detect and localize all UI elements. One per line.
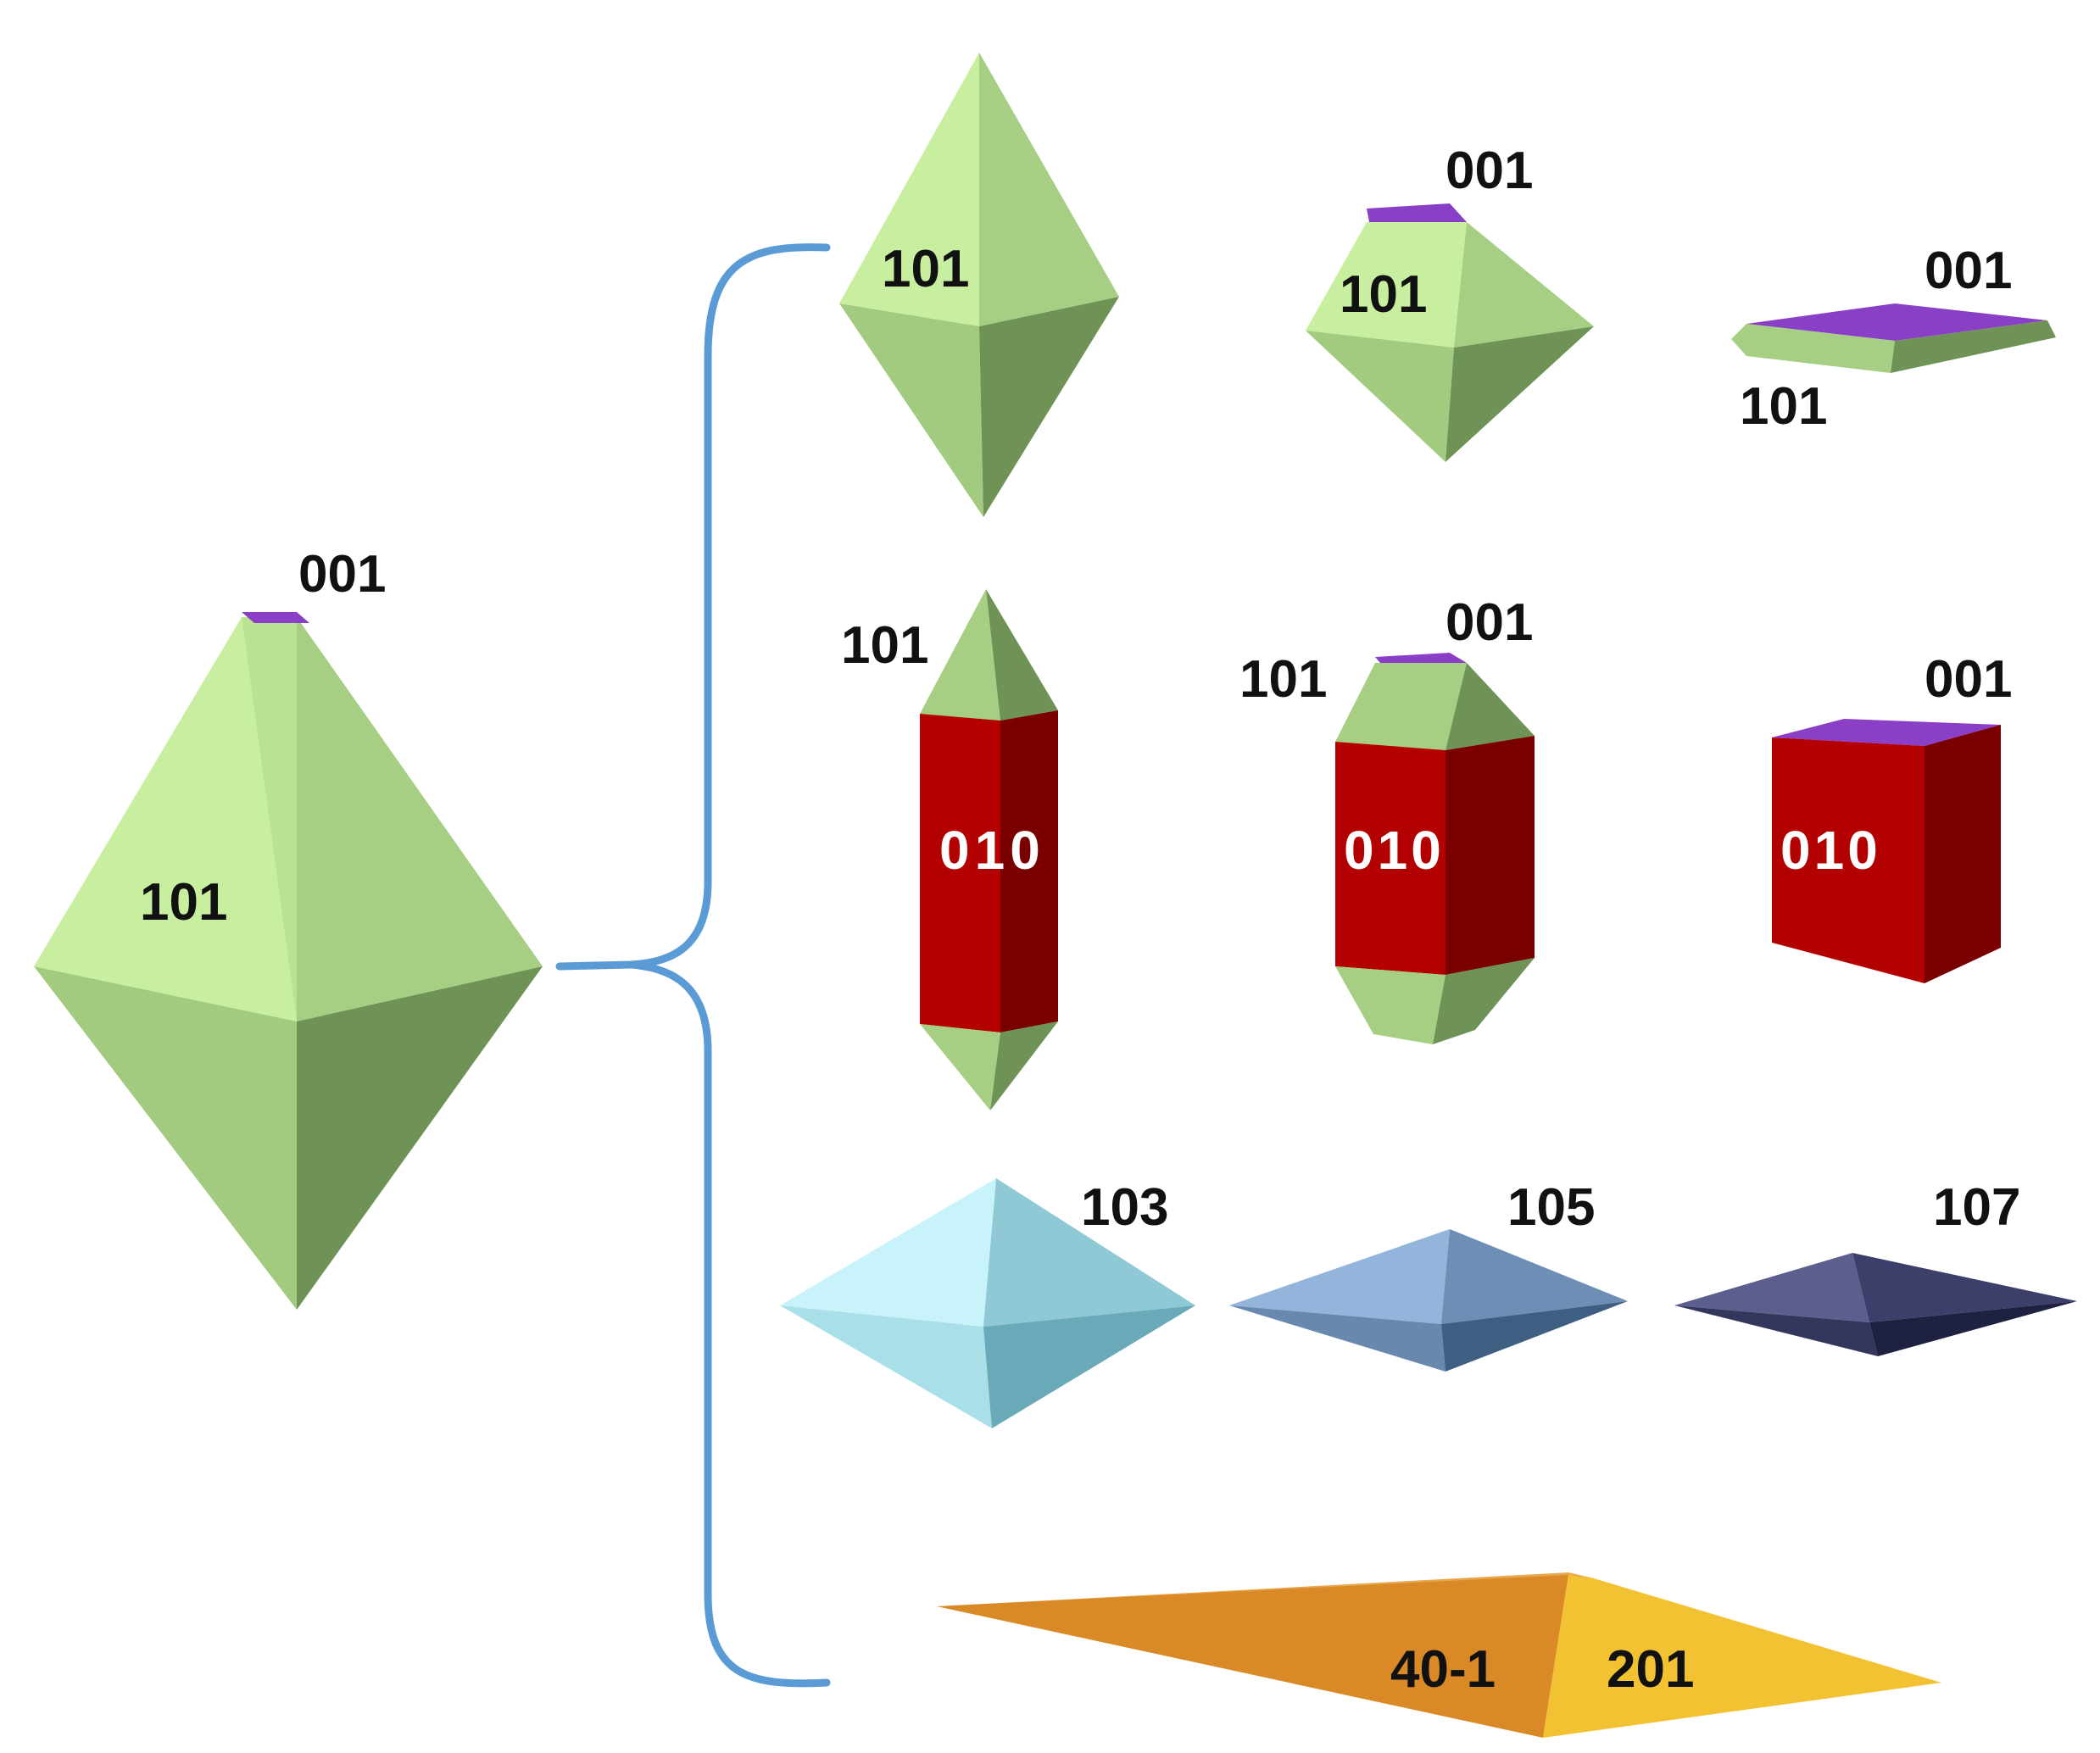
r2b-label-101: 101 — [1239, 650, 1327, 709]
r1a-face-lower-side — [979, 297, 1119, 517]
r3c-face-lower-front — [1674, 1305, 1878, 1356]
r2a-tip-bottom-front — [920, 1024, 1000, 1110]
row3-bipyramid-107: 107 — [1674, 1178, 2077, 1356]
parent-face-101-center-upper — [242, 617, 297, 1021]
row2-cube: 001 010 — [1772, 650, 2012, 983]
r2c-face-010-side — [1925, 725, 2001, 983]
r3c-face-upper-side — [1852, 1253, 2077, 1322]
r2a-tip-bottom-side — [990, 1021, 1058, 1110]
r3c-label-107: 107 — [1933, 1178, 2020, 1237]
parent-face-001 — [242, 612, 309, 623]
r3b-face-upper-front — [1229, 1229, 1450, 1324]
r2a-face-010-side — [1000, 710, 1058, 1032]
parent-label-101: 101 — [140, 873, 227, 932]
r1a-label-101: 101 — [882, 240, 969, 298]
r3b-face-lower-front — [1229, 1305, 1445, 1372]
r2b-face-010-side — [1445, 736, 1535, 975]
parent-bipyramid: 001 101 — [34, 545, 543, 1310]
r1c-face-rim-side — [1891, 320, 2056, 373]
r3a-face-upper-side — [983, 1178, 1195, 1327]
r4-face-401 — [937, 1575, 1568, 1738]
row2-prism-truncated: 001 101 010 — [1239, 593, 1535, 1044]
r2a-label-101: 101 — [841, 616, 928, 675]
r2b-label-010: 010 — [1344, 820, 1445, 881]
r4-label-201: 201 — [1607, 1640, 1694, 1699]
r2c-face-001 — [1772, 719, 2001, 746]
r1b-face-001 — [1367, 203, 1467, 222]
r2a-tip-top-front — [920, 589, 1000, 721]
r2b-face-001 — [1375, 653, 1467, 663]
r2b-tip-bottom-side — [1433, 958, 1535, 1044]
r1c-label-101: 101 — [1740, 377, 1827, 436]
row1-plate: 001 101 — [1731, 242, 2056, 436]
r1a-face-upper-side — [979, 53, 1119, 326]
parent-face-101-side-upper — [297, 617, 543, 1021]
brace-stem — [555, 960, 636, 971]
r3a-label-103: 103 — [1081, 1178, 1168, 1237]
r3a-face-upper-front — [780, 1178, 996, 1327]
r1b-face-lower-front — [1306, 331, 1454, 462]
r4-face-top — [937, 1572, 1594, 1606]
r1a-face-upper-front — [839, 53, 979, 326]
r1c-label-001: 001 — [1925, 242, 2012, 300]
r1b-face-lower-side — [1445, 326, 1594, 462]
r3b-label-105: 105 — [1507, 1178, 1595, 1237]
brace-upper-arm — [627, 243, 831, 969]
r2c-face-010-front — [1772, 737, 1925, 983]
r1b-face-upper-side — [1454, 222, 1594, 348]
r3b-face-upper-side — [1441, 1229, 1628, 1324]
r4-face-201 — [1543, 1575, 1941, 1738]
parent-label-001: 001 — [298, 545, 386, 604]
brace-connector — [555, 243, 831, 1688]
r2b-face-010-front — [1335, 742, 1445, 975]
r2b-tip-top-front — [1335, 663, 1467, 750]
row1-truncated-bipyramid: 001 101 — [1306, 142, 1594, 462]
r4-label-401: 40-1 — [1390, 1640, 1496, 1699]
r1a-face-lower-front — [839, 303, 983, 517]
row1-bipyramid: 101 — [839, 53, 1119, 517]
r2a-face-010-front — [920, 714, 1000, 1032]
r3c-face-lower-side — [1869, 1301, 2077, 1356]
r3c-face-upper-front — [1674, 1253, 1869, 1322]
r1b-label-001: 001 — [1445, 142, 1533, 200]
r1b-label-101: 101 — [1340, 265, 1427, 324]
r2c-label-010: 010 — [1780, 820, 1881, 881]
row3-bipyramid-105: 105 — [1229, 1178, 1628, 1372]
brace-lower-arm — [627, 960, 831, 1688]
r1b-face-upper-front — [1306, 222, 1467, 348]
r3a-face-lower-front — [780, 1305, 992, 1428]
r2a-tip-top-side — [986, 589, 1058, 721]
r3b-face-lower-side — [1441, 1301, 1628, 1372]
r2b-tip-bottom-front — [1335, 966, 1445, 1044]
row2-prism-pointed: 101 010 — [841, 589, 1058, 1110]
r2c-label-001: 001 — [1925, 650, 2012, 709]
r2b-label-001: 001 — [1445, 593, 1533, 652]
r1c-face-001 — [1746, 303, 2047, 341]
row4-wedge: 40-1 201 — [937, 1572, 1941, 1738]
r2a-label-010: 010 — [939, 820, 1045, 881]
row3-bipyramid-103: 103 — [780, 1178, 1195, 1428]
parent-face-101-front-upper — [34, 617, 297, 1021]
parent-face-lower-side — [297, 966, 543, 1310]
r2b-tip-top-side — [1445, 663, 1535, 750]
r1c-face-rim-front — [1731, 324, 1895, 373]
r3a-face-lower-side — [983, 1305, 1195, 1428]
parent-face-lower-front — [34, 966, 297, 1310]
